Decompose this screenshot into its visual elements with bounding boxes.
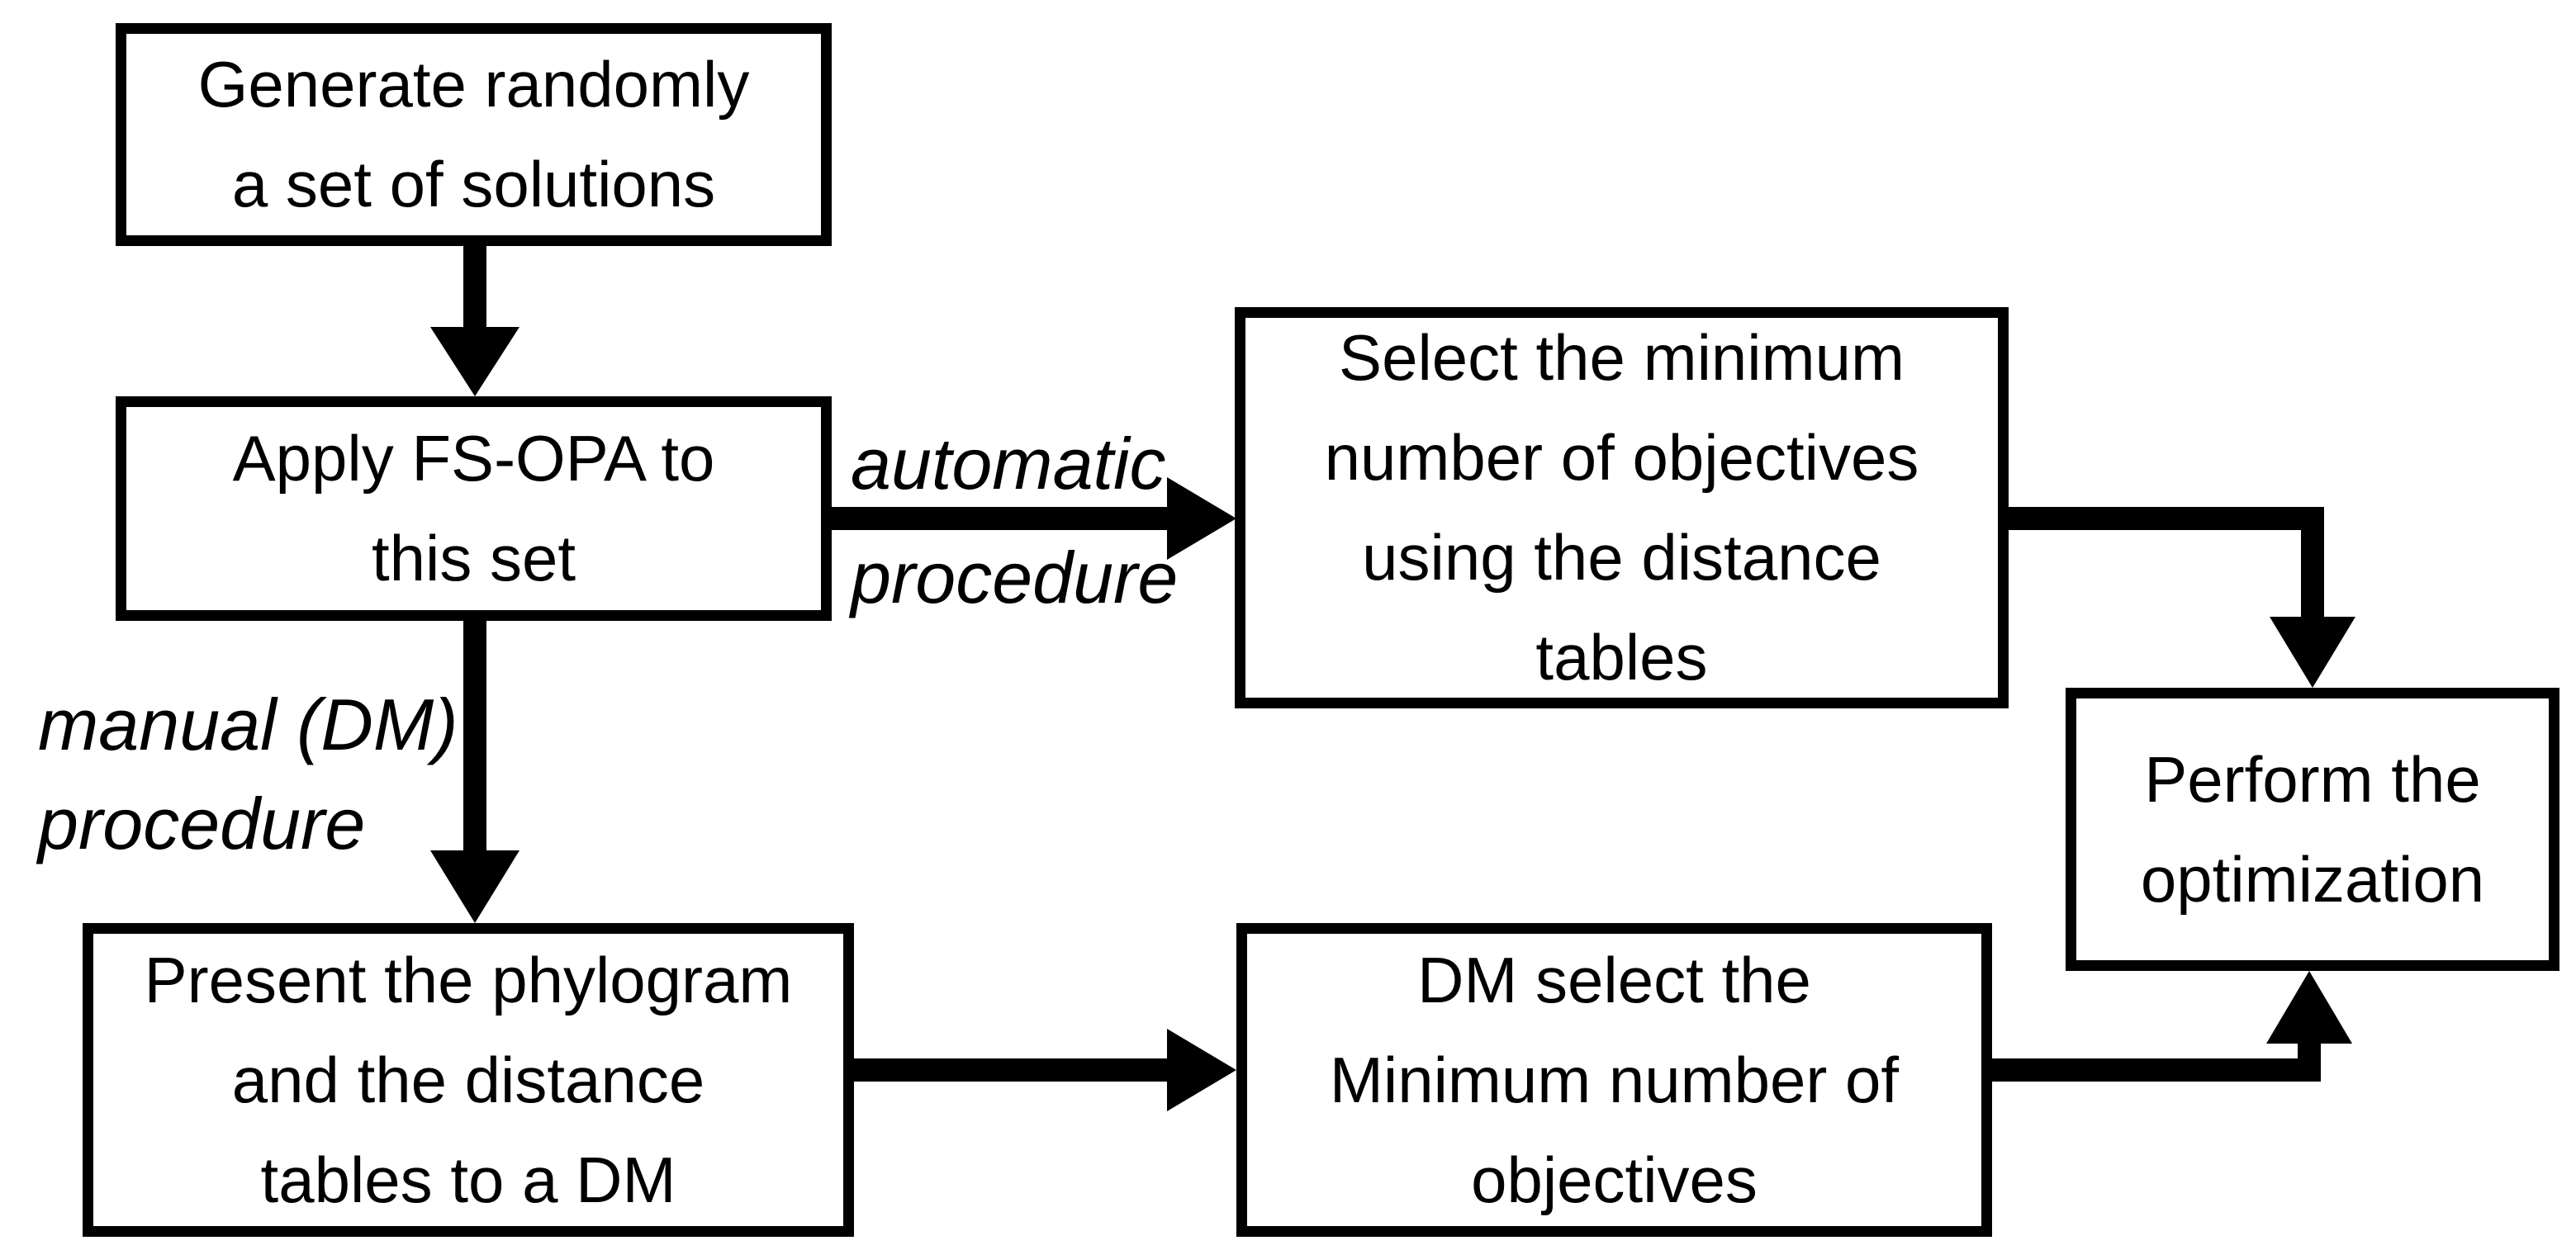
box-dm-select-min-objectives-text: DM select the Minimum number of objectiv… bbox=[1329, 943, 1900, 1216]
arrow-apply-to-present bbox=[430, 621, 519, 923]
box-generate-solutions-text: Generate randomly a set of solutions bbox=[197, 48, 750, 220]
arrow-present-to-dmselect bbox=[854, 1029, 1236, 1111]
box-select-min-objectives-auto: Select the minimum number of objectives … bbox=[1235, 307, 2009, 708]
edge-label-manual-line1: manual (DM) bbox=[38, 684, 458, 765]
box-present-phylogram-text: Present the phylogram and the distance t… bbox=[144, 943, 793, 1216]
edge-label-automatic-line1: automatic bbox=[851, 423, 1166, 504]
arrow-apply-to-select bbox=[830, 477, 1236, 560]
box-perform-optimization: Perform the optimization bbox=[2066, 688, 2559, 971]
box-present-phylogram: Present the phylogram and the distance t… bbox=[83, 923, 854, 1237]
arrow-dmselect-to-perform bbox=[1992, 971, 2352, 1082]
edge-label-manual-line2: procedure bbox=[38, 783, 366, 864]
arrow-generate-to-apply bbox=[430, 244, 519, 396]
box-generate-solutions: Generate randomly a set of solutions bbox=[116, 23, 832, 246]
arrow-select-to-perform bbox=[2009, 507, 2355, 688]
box-apply-fs-opa: Apply FS-OPA to this set bbox=[116, 396, 832, 621]
edge-label-automatic-line2: procedure bbox=[851, 537, 1179, 618]
box-dm-select-min-objectives: DM select the Minimum number of objectiv… bbox=[1236, 923, 1992, 1237]
box-perform-optimization-text: Perform the optimization bbox=[2140, 742, 2485, 916]
box-apply-fs-opa-text: Apply FS-OPA to this set bbox=[232, 422, 715, 594]
box-select-min-objectives-auto-text: Select the minimum number of objectives … bbox=[1324, 321, 1919, 694]
